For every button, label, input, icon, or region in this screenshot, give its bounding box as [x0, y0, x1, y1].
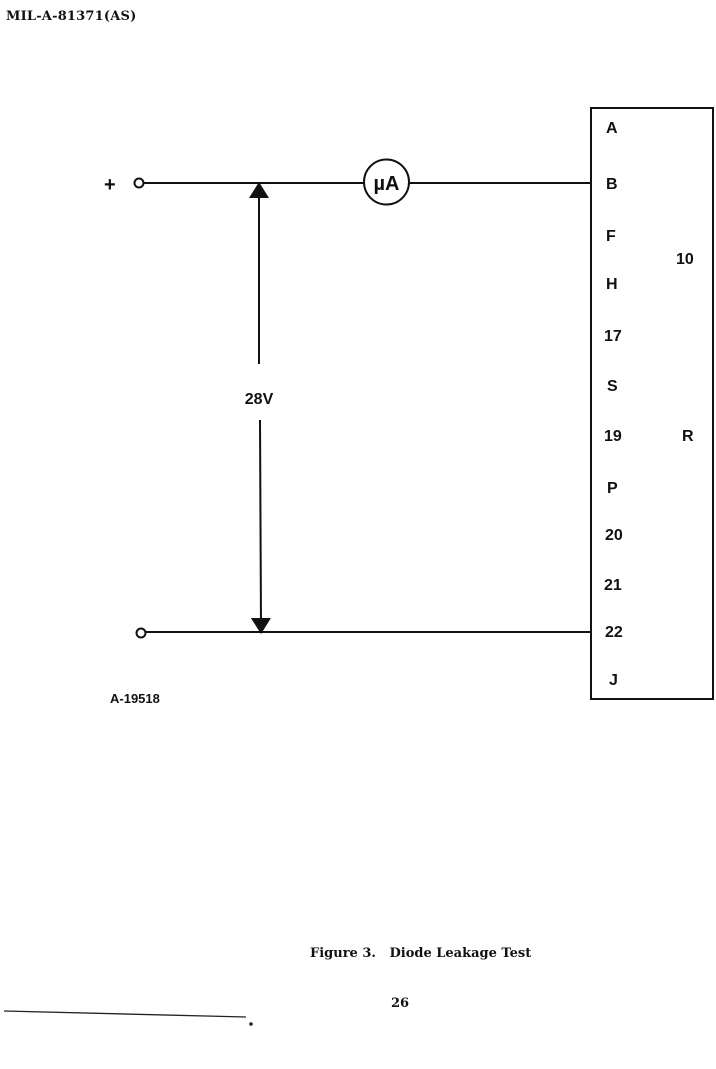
connector-pin: 17 [604, 328, 622, 345]
connector-pin: J [609, 672, 618, 689]
connector-pin: 22 [605, 624, 623, 641]
negative-terminal [135, 627, 147, 639]
connector-box [590, 107, 714, 700]
connector-pin: A [606, 120, 618, 137]
voltage-arrow-down [250, 419, 271, 634]
connector-pin: P [607, 480, 618, 497]
voltage-label: 28V [245, 391, 274, 408]
connector-pin: F [606, 228, 616, 245]
connector-side-label: R [682, 428, 694, 445]
connector-pin: 20 [605, 527, 623, 544]
microammeter [363, 158, 410, 206]
connector-pin-list: A B F H 17 S 19 P 20 21 22 J [604, 120, 623, 689]
document-header: MIL-A-81371(AS) [6, 9, 137, 24]
positive-terminal [133, 177, 145, 189]
microammeter-label: µA [374, 173, 400, 195]
footer-rule [3, 1010, 247, 1018]
connector-pin: H [606, 276, 618, 293]
footer-mark [249, 1022, 253, 1026]
drawing-id: A-19518 [110, 691, 160, 706]
connector-pin: B [606, 176, 618, 193]
connector-side-label: 10 [676, 251, 694, 268]
connector-pin: 21 [604, 577, 622, 594]
connector-pin: 19 [604, 428, 622, 445]
figure-caption: Figure 3. Diode Leakage Test [310, 946, 532, 961]
connector-pin: S [607, 378, 618, 395]
positive-terminal-label: + [104, 174, 116, 196]
page-number: 26 [391, 996, 410, 1011]
